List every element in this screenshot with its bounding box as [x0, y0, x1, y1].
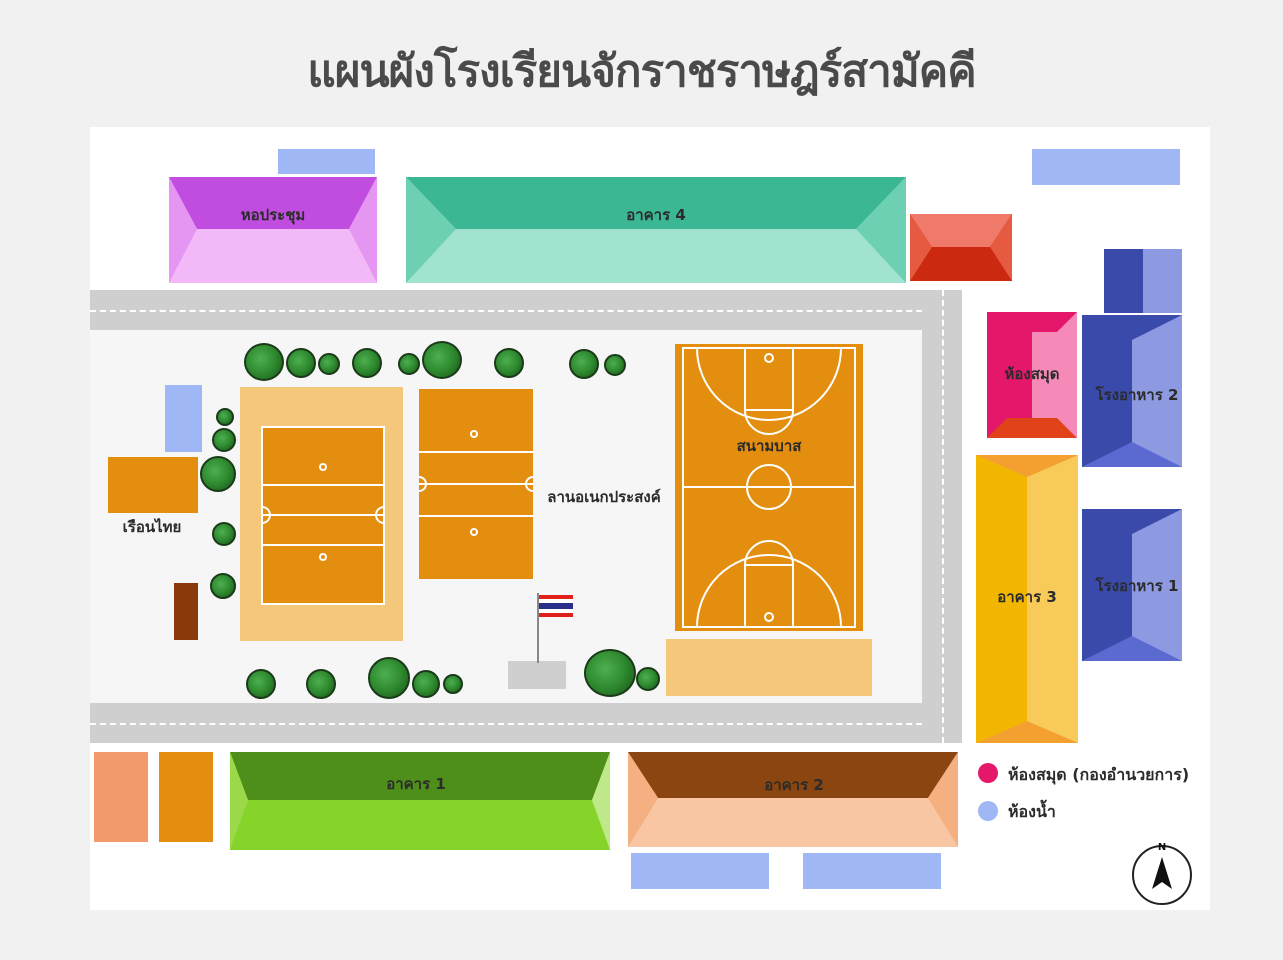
legend-library-dot [978, 763, 998, 783]
tree-icon [422, 341, 462, 379]
tree-icon [569, 349, 599, 379]
road-right [922, 290, 962, 743]
label-basketball: สนามบาส [736, 437, 802, 455]
legend-toilet-dot [978, 801, 998, 821]
label-hall: หอประชุม [240, 206, 306, 224]
compass-icon: N [1130, 842, 1194, 907]
toilet-top-right [1032, 149, 1180, 185]
tree-icon [352, 348, 382, 378]
label-multipurpose: ลานอเนกประสงค์ [547, 488, 661, 506]
small-blue-building [1104, 249, 1182, 313]
building-hall: หอประชุม [169, 177, 377, 283]
building-2: อาคาร 2 [628, 752, 958, 847]
small-brown-structure [174, 583, 198, 640]
label-canteen-1: โรงอาหาร 1 [1095, 577, 1179, 595]
tree-icon [636, 667, 660, 691]
toilet-thai-house [165, 385, 202, 452]
tree-icon [306, 669, 336, 699]
court-stand [666, 639, 872, 696]
building-hall-roof [169, 177, 377, 283]
small-building-bottom-2 [159, 752, 213, 842]
tree-icon [412, 670, 440, 698]
tree-icon [368, 657, 410, 699]
basketball-court: สนามบาส [675, 344, 863, 631]
small-red-building [910, 214, 1012, 281]
tree-icon [246, 669, 276, 699]
tree-icon [443, 674, 463, 694]
tree-icon [212, 428, 236, 452]
flag-base [508, 661, 566, 689]
tree-icon [584, 649, 636, 697]
building-library: ห้องสมุด [987, 312, 1077, 438]
school-map: หอประชุม อาคาร 4 เรือนไทย [90, 127, 1210, 910]
label-thai-house: เรือนไทย [122, 518, 182, 536]
tree-icon [212, 522, 236, 546]
sports-court-left [240, 387, 403, 641]
building-3: อาคาร 3 [976, 455, 1078, 743]
tree-icon [398, 353, 420, 375]
multipurpose-court [419, 389, 533, 579]
page-title: แผนผังโรงเรียนจักราชราษฎร์สามัคคี [307, 46, 976, 97]
toilet-top-left [278, 149, 375, 174]
tree-icon [200, 456, 236, 492]
label-canteen-2: โรงอาหาร 2 [1095, 386, 1179, 404]
road-bottom [90, 703, 962, 743]
label-building-3: อาคาร 3 [997, 588, 1057, 606]
building-1: อาคาร 1 [230, 752, 610, 850]
tree-icon [318, 353, 340, 375]
label-building-1: อาคาร 1 [386, 775, 446, 793]
flag-pole [537, 593, 539, 663]
thai-flag-icon [539, 595, 573, 617]
legend-library-label: ห้องสมุด (กองอำนวยการ) [1008, 765, 1190, 784]
toilet-bottom-1 [631, 853, 769, 889]
label-building-2: อาคาร 2 [764, 776, 824, 794]
tree-icon [210, 573, 236, 599]
building-canteen-1: โรงอาหาร 1 [1082, 509, 1182, 661]
tree-icon [286, 348, 316, 378]
tree-icon [216, 408, 234, 426]
legend-toilet-label: ห้องน้ำ [1008, 802, 1056, 821]
road-top [90, 290, 962, 330]
tree-icon [244, 343, 284, 381]
compass-north-label: N [1157, 842, 1167, 853]
tree-icon [494, 348, 524, 378]
building-canteen-2: โรงอาหาร 2 [1082, 315, 1182, 467]
building-thai-house [108, 457, 198, 513]
label-library: ห้องสมุด [1004, 365, 1060, 383]
toilet-bottom-2 [803, 853, 941, 889]
building-4: อาคาร 4 [406, 177, 906, 283]
tree-icon [604, 354, 626, 376]
label-building-4: อาคาร 4 [626, 206, 686, 224]
building-4-roof [406, 177, 906, 283]
small-building-bottom-1 [94, 752, 148, 842]
